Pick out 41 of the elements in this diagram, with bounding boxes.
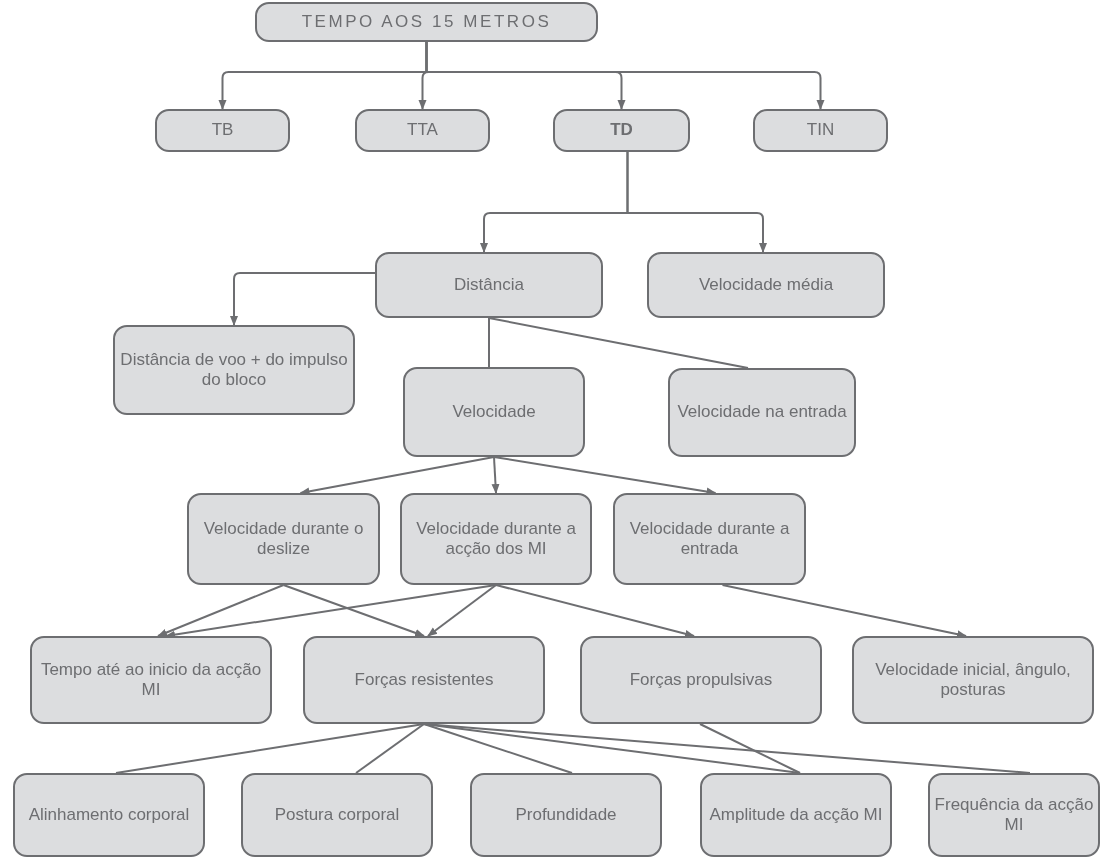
process-box: Distância de voo + do impulso do bloco [113, 325, 355, 415]
process-box: Amplitude da acção MI [700, 773, 892, 857]
arrow [230, 272, 376, 326]
process-box: Profundidade [470, 773, 662, 857]
process-box: Forças resistentes [303, 636, 545, 724]
process-box: TIN [753, 109, 888, 152]
process-box: Velocidade durante o deslize [187, 493, 380, 585]
arrow [425, 41, 825, 110]
arrow [626, 151, 767, 253]
connector-line [423, 723, 1031, 774]
connector-line [699, 723, 801, 774]
arrow [282, 584, 425, 637]
process-box: Velocidade durante a acção dos MI [400, 493, 592, 585]
process-box: Forças propulsivas [580, 636, 822, 724]
arrow [491, 456, 500, 494]
process-box: TD [553, 109, 690, 152]
connector-line [355, 723, 425, 774]
arrow [721, 584, 967, 639]
process-box: Velocidade [403, 367, 585, 457]
process-box: Velocidade durante a entrada [613, 493, 806, 585]
arrow [157, 584, 285, 637]
process-box: TB [155, 109, 290, 152]
process-box: Tempo até ao inicio da acção MI [30, 636, 272, 724]
connector-line [488, 317, 749, 369]
arrow [493, 456, 717, 496]
process-box: Velocidade na entrada [668, 368, 856, 457]
arrow [299, 456, 495, 496]
arrow [495, 584, 695, 638]
process-box: Velocidade média [647, 252, 885, 318]
connector-line [423, 723, 573, 774]
connector-line [488, 317, 490, 368]
arrow [427, 584, 497, 637]
process-box: Postura corporal [241, 773, 433, 857]
connector-line [115, 723, 425, 774]
process-box: TEMPO AOS 15 METROS [255, 2, 598, 42]
process-box: Distância [375, 252, 603, 318]
arrow [165, 584, 497, 639]
process-box: Velocidade inicial, ângulo, posturas [852, 636, 1094, 724]
process-box: Frequência da acção MI [928, 773, 1100, 857]
process-box: TTA [355, 109, 490, 152]
process-box: Alinhamento corporal [13, 773, 205, 857]
